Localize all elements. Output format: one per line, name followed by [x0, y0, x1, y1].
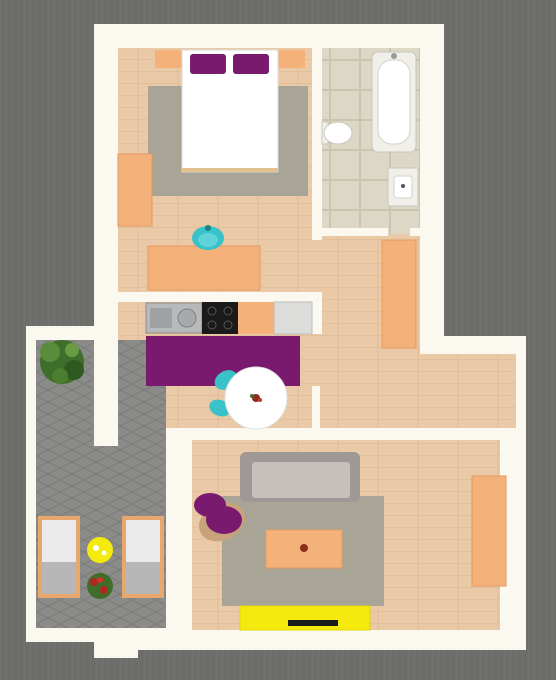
sofa [240, 452, 360, 502]
stove [202, 302, 238, 334]
fridge [273, 301, 313, 335]
desk-chair [192, 225, 224, 250]
tv [288, 620, 338, 626]
wardrobe [117, 153, 153, 227]
coffee-table-flower [300, 544, 308, 552]
plant [40, 340, 84, 384]
bed-frame-foot [182, 168, 278, 172]
living-cabinet [471, 475, 507, 587]
hall-floor-2 [316, 354, 516, 428]
dining-set [209, 366, 288, 430]
pillow-left [190, 54, 226, 74]
flower-pot [87, 573, 113, 599]
tv-stand [239, 605, 371, 631]
desk [147, 245, 261, 291]
hall-cabinet [381, 239, 417, 349]
toilet [321, 121, 353, 145]
sun-lounger-left [38, 516, 80, 598]
pillow-right [233, 54, 269, 74]
bathtub [371, 51, 417, 153]
side-table [87, 537, 113, 563]
sun-lounger-right [122, 516, 164, 598]
sink [387, 167, 419, 207]
kitchen-sink [145, 302, 203, 334]
interior-walls [94, 44, 508, 638]
armchair [194, 493, 246, 542]
